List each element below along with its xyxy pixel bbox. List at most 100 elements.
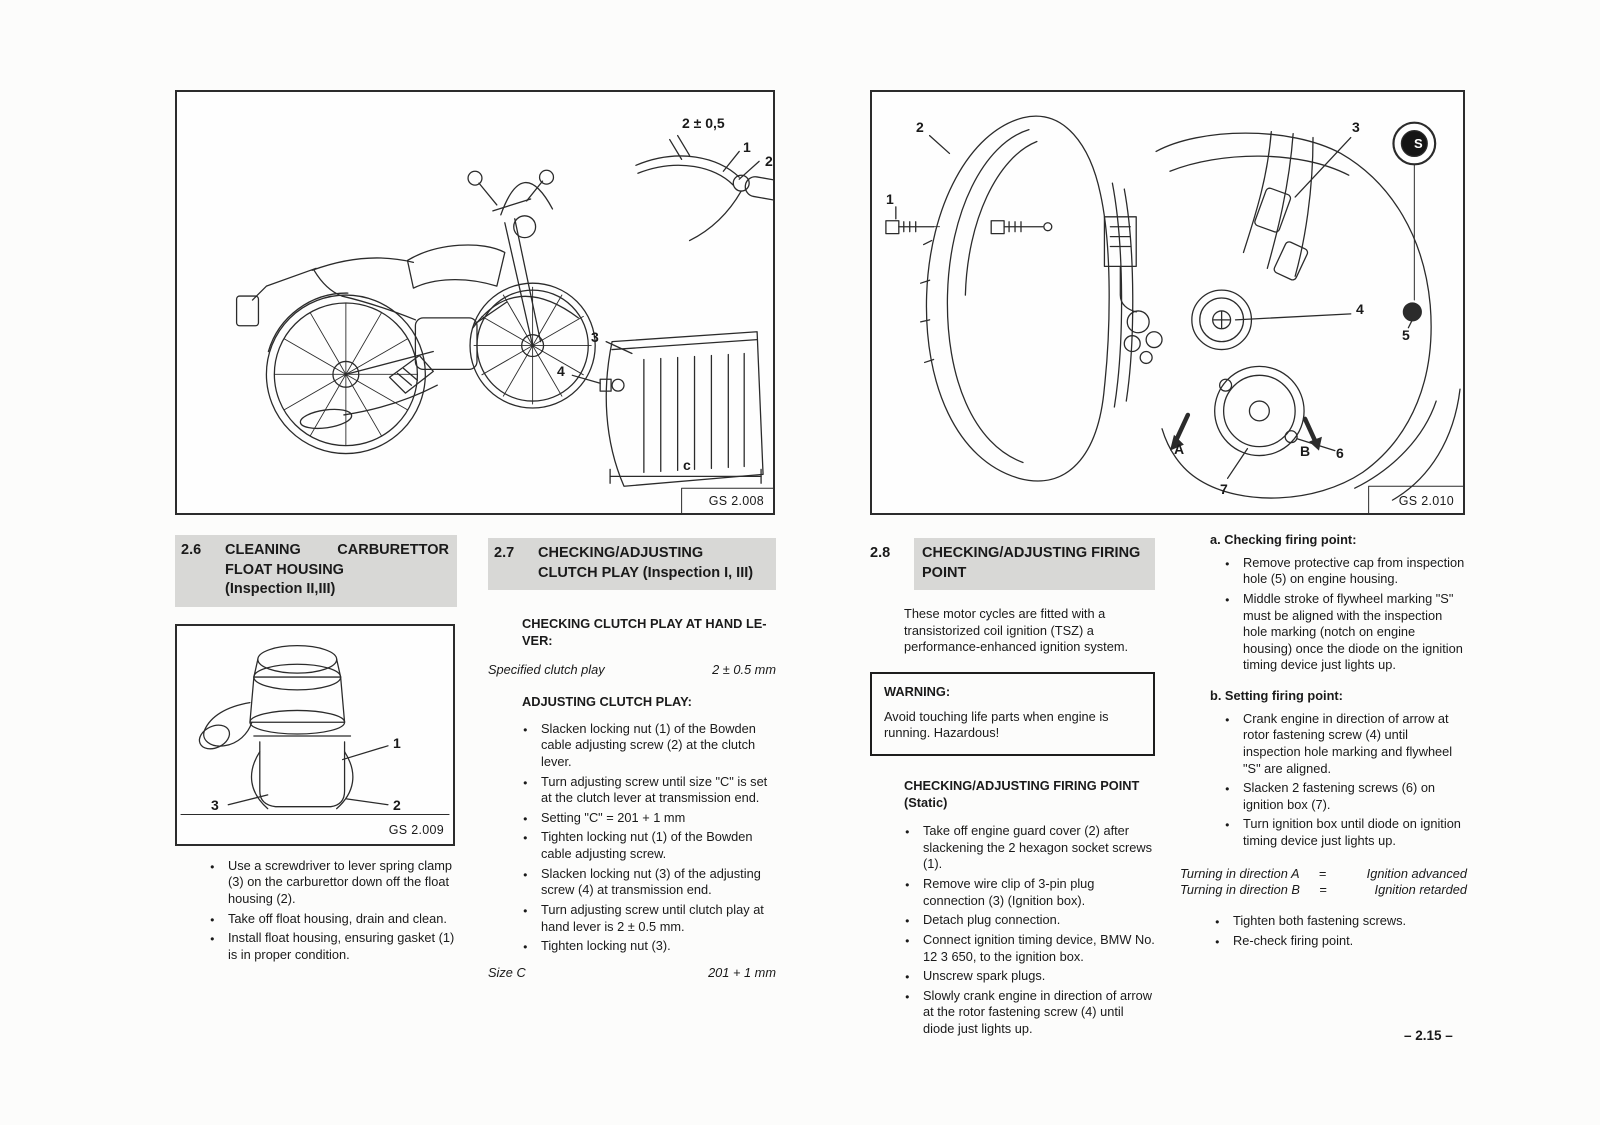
spec-value: 2 ± 0.5 mm — [712, 662, 776, 678]
figure-callout-1: 1 — [393, 734, 401, 751]
list-item: Turn ignition box until diode on ignitio… — [1224, 816, 1467, 849]
section-title-line: CHECKING/ADJUSTING FIRING — [922, 545, 1141, 561]
figure-callout-2: 2 — [765, 153, 773, 169]
list-item-text: Turn adjusting screw until size "C" is s… — [541, 773, 768, 806]
section-title: CLEANING CARBURETTOR FLOAT HOUSING (Insp… — [225, 541, 449, 600]
warning-text: Avoid touching life parts when engine is… — [884, 708, 1109, 741]
list-item: Tighten locking nut (1) of the Bowden ca… — [522, 829, 776, 862]
list-item-text: Install float housing, ensuring gasket (… — [228, 930, 455, 962]
list-item: Setting "C" = 201 + 1 mm — [522, 810, 776, 827]
section-2.6-heading: 2.6 CLEANING CARBURETTOR FLOAT HOUSING (… — [175, 535, 457, 607]
list-item: Slowly crank engine in direction of arro… — [904, 988, 1155, 1038]
figure-callout-3: 3 — [1352, 119, 1360, 135]
list-item-text: Take off engine guard cover (2) after sl… — [923, 823, 1153, 872]
list-item-text: Connect ignition timing device, BMW No. … — [923, 931, 1155, 964]
section-number: 2.6 — [181, 542, 202, 558]
equals-sign: = — [1319, 882, 1327, 898]
list-item-text: Slacken 2 fastening screws (6) on igniti… — [1243, 780, 1436, 812]
list-item-text: Tighten locking nut (3). — [541, 938, 671, 954]
spec-row-size-c: Size C 201 + 1 mm — [488, 965, 776, 982]
list-item: Slacken 2 fastening screws (6) on igniti… — [1224, 780, 1467, 813]
figure-callout-7: 7 — [1220, 481, 1228, 497]
section-number: 2.7 — [494, 545, 515, 561]
warning-title: WARNING: — [884, 684, 951, 699]
section-number: 2.8 — [870, 545, 891, 561]
instruction-list-2.8: Take off engine guard cover (2) after sl… — [904, 823, 1155, 1038]
list-item: Connect ignition timing device, BMW No. … — [904, 932, 1155, 965]
table-row: Turning in direction A = Ignition advanc… — [1180, 866, 1467, 883]
list-item-text: Turn adjusting screw until clutch play a… — [541, 901, 764, 934]
motorcycle-clutch-drawing — [235, 134, 773, 513]
spec-row-clutch-play: Specified clutch play 2 ± 0.5 mm — [488, 662, 776, 679]
figure-callout-4: 4 — [1356, 301, 1364, 317]
list-item-text: Tighten locking nut (1) of the Bowden ca… — [541, 829, 753, 861]
instruction-list-2.6: Use a screwdriver to lever spring clamp … — [209, 858, 457, 964]
list-item: Tighten locking nut (3). — [522, 938, 776, 955]
spec-value: 201 + 1 mm — [708, 964, 776, 980]
figure-caption-gs2008: GS 2.008 — [708, 494, 764, 508]
list-item: Use a screwdriver to lever spring clamp … — [209, 858, 457, 908]
list-item: Install float housing, ensuring gasket (… — [209, 930, 457, 963]
list-item: Unscrew spark plugs. — [904, 968, 1155, 985]
section-title-line: POINT — [922, 564, 967, 581]
figure-callout-2: 2 — [916, 119, 924, 135]
list-item-text: Re-check firing point. — [1233, 932, 1354, 948]
figure-callout-1: 1 — [743, 139, 751, 155]
warning-box: WARNING: Avoid touching life parts when … — [870, 672, 1155, 756]
list-item-text: Detach plug connection. — [923, 912, 1061, 928]
carburettor-drawing — [180, 644, 450, 815]
list-item: Slacken locking nut (1) of the Bowden ca… — [522, 721, 776, 771]
list-item: Take off engine guard cover (2) after sl… — [904, 823, 1155, 873]
list-item-text: Remove wire clip of 3-pin plug connectio… — [923, 876, 1095, 908]
list-item-text: Use a screwdriver to lever spring clamp … — [228, 857, 453, 906]
direction-label: Turning in direction B — [1180, 882, 1300, 898]
subheading-line: (Static) — [904, 794, 948, 810]
equals-sign: = — [1318, 865, 1327, 881]
list-item: Take off float housing, drain and clean. — [209, 911, 457, 928]
figure-callout-6: 6 — [1336, 445, 1344, 461]
list-item-text: Slacken locking nut (1) of the Bowden ca… — [541, 720, 756, 769]
figure-callout-3: 3 — [211, 796, 219, 813]
section-2.7-heading: 2.7 CHECKING/ADJUSTING CLUTCH PLAY (Insp… — [488, 538, 776, 591]
direction-result: Ignition advanced — [1366, 865, 1467, 881]
list-item: Crank engine in direction of arrow at ro… — [1224, 711, 1467, 778]
direction-label: Turning in direction A — [1180, 865, 1300, 881]
list-item-text: Take off float housing, drain and clean. — [228, 910, 447, 926]
figure-callout-c: c — [683, 457, 691, 473]
subheading-adjusting-clutch-play: ADJUSTING CLUTCH PLAY: — [522, 694, 776, 711]
list-item: Turn adjusting screw until clutch play a… — [522, 902, 776, 935]
section-title-line: (Inspection II,III) — [225, 581, 336, 598]
section-title-line: CHECKING/ADJUSTING — [538, 545, 704, 561]
final-steps-list: Tighten both fastening screws. Re-check … — [1214, 913, 1467, 949]
setting-firing-point-list: Crank engine in direction of arrow at ro… — [1224, 711, 1467, 850]
column-2.6: 2.6 CLEANING CARBURETTOR FLOAT HOUSING (… — [175, 535, 457, 966]
list-item: Turn adjusting screw until size "C" is s… — [522, 774, 776, 807]
subheading-line: ADJUSTING CLUTCH PLAY: — [522, 694, 692, 709]
figure-callout-B: B — [1300, 443, 1311, 459]
section-title-line: CLEANING CARBURETTOR — [225, 541, 449, 561]
spec-label: Specified clutch play — [488, 662, 605, 678]
intro-paragraph: These motor cycles are fitted with a tra… — [904, 606, 1129, 655]
engine-cover-ignition-drawing — [885, 115, 1463, 513]
list-item: Slacken locking nut (3) of the adjusting… — [522, 866, 776, 899]
direction-result: Ignition retarded — [1374, 882, 1467, 898]
list-item-text: Setting "C" = 201 + 1 mm — [541, 809, 686, 825]
checking-firing-point-list: Remove protective cap from inspection ho… — [1224, 555, 1467, 674]
column-firing-point-steps: a. Checking firing point: Remove protect… — [1180, 532, 1467, 952]
figure-callout-2: 2 — [393, 796, 401, 813]
figure-callout-3: 3 — [591, 329, 599, 345]
list-item: Remove wire clip of 3-pin plug connectio… — [904, 876, 1155, 909]
section-title-line: CLUTCH PLAY (Inspection I, III) — [538, 564, 754, 581]
list-item-text: Crank engine in direction of arrow at ro… — [1243, 710, 1453, 776]
list-item: Remove protective cap from inspection ho… — [1224, 555, 1467, 588]
figure-gs2008: 2 ± 0,5 1 2 3 4 c GS 2.008 — [175, 90, 775, 515]
section-2.8-heading: 2.8 CHECKING/ADJUSTING FIRING POINT — [870, 538, 1155, 591]
column-2.7: 2.7 CHECKING/ADJUSTING CLUTCH PLAY (Insp… — [488, 538, 776, 981]
flywheel-s-marking: S — [1414, 136, 1423, 151]
turning-direction-table: Turning in direction A = Ignition advanc… — [1180, 866, 1467, 899]
instruction-list-2.7: Slacken locking nut (1) of the Bowden ca… — [522, 721, 776, 955]
list-item: Detach plug connection. — [904, 912, 1155, 929]
column-2.8: 2.8 CHECKING/ADJUSTING FIRING POINT Thes… — [870, 538, 1155, 1041]
list-item-text: Slowly crank engine in direction of arro… — [923, 987, 1153, 1036]
